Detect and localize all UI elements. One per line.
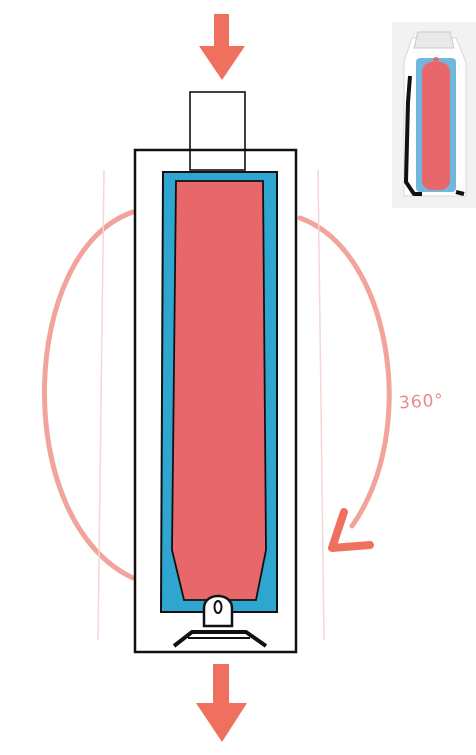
rotation-label: 360° — [398, 390, 444, 413]
guide-line-left — [98, 170, 104, 640]
dispenser-bottle — [422, 62, 450, 190]
device-photo-thumbnail — [392, 22, 476, 208]
dispenser-cap — [414, 32, 454, 48]
bottom-arrow-icon — [196, 664, 247, 742]
rotation-arrow-icon — [332, 512, 370, 548]
guide-line-right — [318, 170, 324, 640]
device-photo-drawing — [392, 22, 476, 208]
red-bottle — [172, 181, 266, 600]
rotation-ring-right — [300, 218, 389, 526]
top-arrow-icon — [199, 14, 245, 80]
rotation-ring-left — [44, 212, 133, 578]
bottle-valve — [204, 596, 232, 626]
